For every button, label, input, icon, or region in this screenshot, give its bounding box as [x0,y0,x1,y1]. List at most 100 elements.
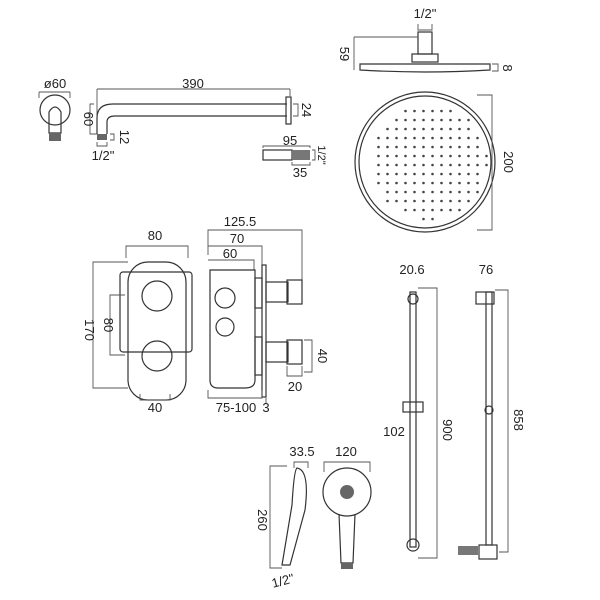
nozzle-dot [377,136,380,140]
valve-knob-depth-label: 20 [288,379,302,394]
nozzle-dot [476,145,479,149]
nozzle-dot [431,181,434,185]
handset-width-label: 120 [335,444,357,459]
nozzle-dot [467,127,470,131]
nozzle-dot [404,127,407,131]
nozzle-dot [404,181,407,185]
nozzle-dot [413,163,416,167]
rail-width-label: 20.6 [399,262,424,277]
nozzle-dot [413,118,416,122]
nozzle-dot [404,145,407,149]
nozzle-dot [404,136,407,140]
valve-knob-diameter-label: 40 [315,349,330,363]
nozzle-dot [431,127,434,131]
nozzle-dot [431,172,434,176]
rail-height-label: 900 [440,419,455,441]
nozzle-dot [440,172,443,176]
nozzle-dot [458,190,461,194]
nozzle-dot [431,118,434,122]
nozzle-dot [377,154,380,158]
nozzle-dot [476,154,479,158]
nozzle-dot [395,154,398,158]
nozzle-dot [476,136,479,140]
nozzle-dot [404,172,407,176]
nozzle-dot [458,181,461,185]
nozzle-dot [404,118,407,122]
nozzle-dot [386,163,389,167]
nozzle-dot [377,145,380,149]
nozzle-dot [431,136,434,140]
nozzle-dot [476,190,479,194]
riser-width-label: 76 [479,262,493,277]
nozzle-dot [431,109,434,113]
nozzle-dot [422,118,425,122]
nozzle-dot [404,190,407,194]
nozzle-dot [386,181,389,185]
overhead-shower-side: 1/2" 59 8 [337,6,515,73]
nozzle-dot [431,217,434,221]
nozzle-dot [422,154,425,158]
nozzle-dot [458,199,461,203]
valve-bottom-width-label: 40 [148,400,162,415]
nozzle-dot [485,154,488,158]
nozzle-dot [404,154,407,158]
nozzle-dot [449,154,452,158]
nozzle-dot [467,163,470,167]
nozzle-dot [395,181,398,185]
valve-wall-depth-label: 75-100 [216,400,256,415]
nozzle-dot [458,163,461,167]
nozzle-dot [431,208,434,212]
handset-thread-label: 1/2" [270,570,296,590]
nozzle-dot [422,190,425,194]
nozzle-dot [422,163,425,167]
nozzle-dot [404,208,407,212]
nozzle-dot [440,181,443,185]
nozzle-dot [386,190,389,194]
nozzle-dot [449,199,452,203]
nozzle-dot [467,199,470,203]
valve-depth-70-label: 70 [230,231,244,246]
nozzle-dot [458,154,461,158]
nozzle-dot [386,145,389,149]
nozzle-dot [413,145,416,149]
nozzle-dot [476,181,479,185]
nozzle-dot [431,190,434,194]
nozzle-dot [386,136,389,140]
nozzle-dot [422,199,425,203]
valve-side: 125.5 70 60 40 20 75-100 3 [207,214,330,415]
nozzle-dot [458,208,461,212]
nozzle-dot [458,118,461,122]
valve-width-label: 80 [148,228,162,243]
nozzle-dot [431,154,434,158]
shower-arm: 390 60 12 1/2" 24 [81,76,314,163]
nozzle-dot [467,118,470,122]
nozzle-dot [467,181,470,185]
nozzle-dot [422,127,425,131]
arm-thread-label: 1/2" [92,148,115,163]
nozzle-dot [395,127,398,131]
nozzle-dot [467,190,470,194]
nozzle-dot [449,118,452,122]
nozzle-dot [395,118,398,122]
nozzle-dot [422,181,425,185]
nozzle-dot [413,136,416,140]
nozzle-dot [413,172,416,176]
nozzle-length-label: 95 [283,133,297,148]
shower-inlet-label: 1/2" [414,6,437,21]
nozzle-dot [449,145,452,149]
arm-flange-label: 24 [299,103,314,117]
riser-rail: 76 858 [458,262,526,560]
nozzle-dot [449,127,452,131]
wall-bracket-diameter-label: ø60 [44,76,66,91]
valve-total-depth-label: 125.5 [224,214,257,229]
nozzle-dot [467,154,470,158]
nozzle-dot [395,136,398,140]
nozzle-dot [449,109,452,113]
arm-drop-label: 60 [81,112,96,126]
valve-plate-label: 3 [262,400,269,415]
nozzle-dot [449,208,452,212]
nozzle-dot [404,199,407,203]
nozzle-dot [449,172,452,176]
nozzle-dot [449,136,452,140]
